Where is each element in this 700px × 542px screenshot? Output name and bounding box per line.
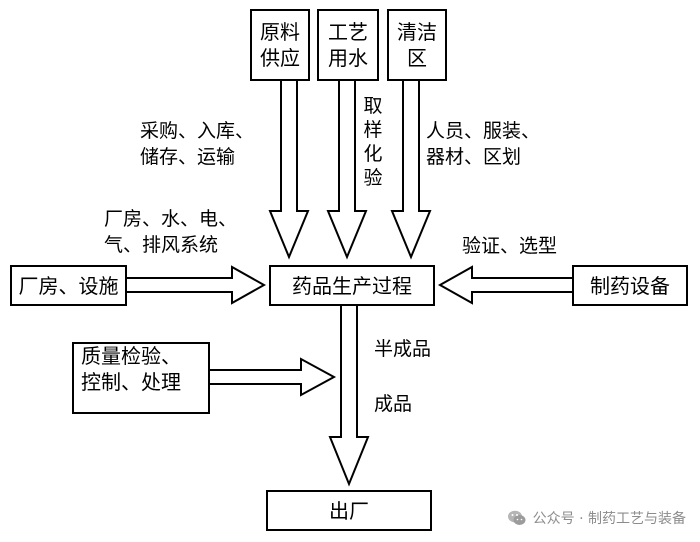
facility-utilities-line2: 气、排风系统 bbox=[104, 234, 219, 256]
raw-to-process-arrow bbox=[268, 79, 310, 260]
semi-product-label: 半成品 bbox=[374, 338, 432, 360]
exit-box-text: 出厂 bbox=[329, 498, 369, 523]
watermark-text: 公众号 · 制药工艺与装备 bbox=[532, 511, 686, 527]
clean-to-process-arrow bbox=[390, 79, 432, 260]
process-water-box bbox=[317, 9, 379, 81]
personnel-line1: 人员、服装、 bbox=[426, 120, 541, 142]
quality-arrow bbox=[208, 357, 337, 397]
clean-area-line2: 区 bbox=[407, 46, 427, 70]
raw-material-label: 原料 供应 bbox=[251, 10, 309, 80]
wechat-icon bbox=[507, 510, 526, 525]
quality-line2: 控制、处理 bbox=[81, 370, 181, 394]
product-label: 成品 bbox=[374, 393, 413, 415]
raw-material-box bbox=[250, 9, 310, 81]
exit-box bbox=[266, 490, 432, 531]
validation-label: 验证、选型 bbox=[462, 235, 558, 257]
process-to-exit-arrow bbox=[328, 304, 370, 487]
quality-box-text: 质量检验、 控制、处理 bbox=[73, 343, 209, 413]
clean-area-label: 清洁 区 bbox=[388, 10, 446, 80]
personnel-label: 人员、服装、 器材、区划 bbox=[426, 118, 540, 170]
facility-box-text: 厂房、设施 bbox=[18, 273, 119, 298]
watermark: 公众号 · 制药工艺与装备 bbox=[507, 508, 686, 528]
clean-area-line1: 清洁 bbox=[397, 20, 437, 44]
process-water-line2: 用水 bbox=[328, 46, 368, 70]
sampling-label: 取样化验 bbox=[363, 95, 383, 189]
procurement-line2: 储存、运输 bbox=[140, 146, 236, 168]
equipment-to-process-arrow bbox=[437, 265, 574, 305]
quality-box bbox=[72, 342, 210, 414]
personnel-line2: 器材、区划 bbox=[426, 146, 522, 168]
process-box-text: 药品生产过程 bbox=[292, 273, 412, 298]
procurement-label: 采购、入库、 储存、运输 bbox=[140, 118, 254, 170]
process-water-label: 工艺 用水 bbox=[318, 10, 378, 80]
facility-to-process-arrow bbox=[125, 265, 267, 305]
water-to-process-arrow bbox=[326, 79, 368, 260]
equipment-box-text: 制药设备 bbox=[590, 273, 670, 298]
raw-material-line2: 供应 bbox=[260, 46, 300, 70]
procurement-line1: 采购、入库、 bbox=[140, 120, 255, 142]
facility-utilities-line1: 厂房、水、电、 bbox=[104, 208, 238, 230]
facility-utilities-label: 厂房、水、电、 气、排风系统 bbox=[104, 206, 237, 258]
process-water-line1: 工艺 bbox=[328, 20, 368, 44]
quality-line1: 质量检验、 bbox=[81, 344, 181, 368]
raw-material-line1: 原料 bbox=[260, 20, 300, 44]
